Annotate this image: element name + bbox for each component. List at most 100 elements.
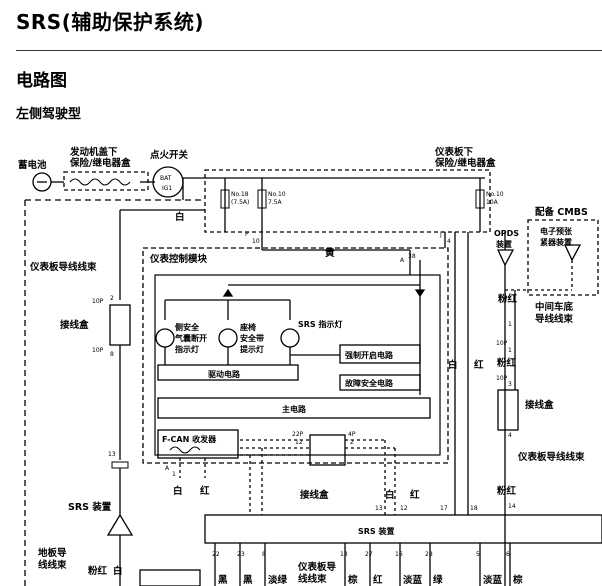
- label-pink-bottom: 粉红: [88, 565, 108, 577]
- fcan-box: [157, 429, 239, 459]
- label-seatbelt-2: 安全带: [240, 333, 264, 343]
- title-rule: [16, 50, 602, 51]
- label-junction-left: 接线盒: [60, 319, 89, 331]
- seatbelt-lamp: [218, 328, 238, 348]
- label-middle-harness-1: 中间车底: [535, 301, 574, 313]
- pin-label: 17: [440, 505, 448, 512]
- pin-label: 12: [400, 505, 408, 512]
- label-red-fcan: 红: [200, 485, 210, 497]
- label-dash-box-1: 仪表板下: [434, 146, 474, 158]
- label-dash-box-2: 保险/继电器盒: [434, 157, 496, 169]
- pin-label: 5: [476, 551, 480, 558]
- label-side-airbag-2: 气囊断开: [174, 333, 207, 343]
- pin-label: 6: [506, 551, 510, 558]
- pin-label: 1: [508, 321, 512, 328]
- forced-on-box: [339, 344, 421, 364]
- label-dash-harness-bottom-1: 仪表板导: [297, 561, 337, 573]
- junction-box-center: [309, 434, 346, 466]
- pin-label: 3: [508, 381, 512, 388]
- label-dash-harness-left: 仪表板导线线束: [29, 261, 97, 273]
- label-gauge-module: 仪表控制模块: [149, 253, 208, 265]
- label-red-center: 红: [410, 489, 420, 501]
- label-srs-indicator: SRS 指示灯: [298, 319, 342, 329]
- label-battery: 蓄电池: [18, 159, 47, 171]
- ignition-switch-symbol: [152, 166, 184, 198]
- label-pretension-1: 电子预张: [540, 226, 573, 236]
- srs-warning-triangle: [106, 513, 134, 536]
- label-seatbelt-1: 座椅: [239, 322, 256, 332]
- label-pink-mid: 粉红: [497, 357, 517, 369]
- subtitle: 左侧驾驶型: [16, 107, 82, 122]
- pin-label: A: [165, 465, 170, 472]
- pin-label: 13: [375, 505, 383, 512]
- label-brown-2: 棕: [512, 574, 523, 586]
- label-white-fcan: 白: [173, 485, 183, 497]
- label-light-green: 淡绿: [268, 574, 288, 586]
- pin-label: 12: [295, 439, 303, 446]
- pin-label: 10P: [496, 340, 508, 347]
- side-airbag-lamp: [155, 328, 175, 348]
- label-underhood-box-2: 保险/继电器盒: [69, 157, 131, 169]
- label-pink-top: 粉红: [498, 293, 518, 305]
- pretensioner-triangle: [563, 244, 582, 262]
- label-srs-unit-main: SRS 装置: [358, 526, 394, 536]
- pin-label: 23: [237, 551, 245, 558]
- page-title: SRS(辅助保护系统): [16, 10, 204, 34]
- label-green: 绿: [433, 574, 443, 586]
- opds-triangle: [496, 249, 515, 267]
- main-circuit-box: [157, 397, 431, 419]
- cmbs-box: [527, 219, 599, 296]
- label-ig1: IG1: [162, 185, 172, 192]
- label-light-blue-2: 淡蓝: [483, 574, 503, 586]
- pin-label: 13: [340, 551, 348, 558]
- label-srs-unit-left: SRS 装置: [68, 501, 112, 513]
- pin-label: 2: [110, 295, 114, 302]
- label-light-blue: 淡蓝: [403, 574, 423, 586]
- pin-label: 4: [508, 432, 512, 439]
- gauge-control-module: [142, 247, 449, 464]
- pin-label: 16: [395, 551, 403, 558]
- pin-label: 38: [408, 253, 416, 260]
- pin-label: 22: [212, 551, 220, 558]
- label-seatbelt-3: 提示灯: [240, 344, 264, 354]
- label-white-top: 白: [175, 211, 185, 223]
- pin-label: A: [400, 257, 405, 264]
- pin-label: 22P: [292, 431, 304, 438]
- drive-circuit-box: [157, 364, 299, 381]
- label-underhood-box-1: 发动机盖下: [69, 146, 118, 158]
- pin-label: P: [245, 231, 249, 238]
- label-brown: 棕: [347, 574, 358, 586]
- pin-label: J: [439, 231, 442, 238]
- pin-label: 2: [350, 439, 354, 446]
- label-pretension-2: 紧器装置: [540, 237, 572, 247]
- pin-label: 10P: [496, 375, 508, 382]
- pin-label: 14: [508, 503, 516, 510]
- junction-box-left: [109, 304, 131, 346]
- label-forced-on: 强制开启电路: [345, 350, 394, 360]
- label-junction-center: 接线盒: [300, 489, 329, 501]
- label-white-center: 白: [385, 489, 395, 501]
- label-pink-low: 粉红: [497, 485, 517, 497]
- label-fuse-c-rating: 10A: [486, 199, 499, 206]
- pin-label: 10: [252, 238, 260, 245]
- pin-label: 1: [508, 347, 512, 354]
- label-floor-harness-1: 地板导: [38, 547, 67, 559]
- label-fail-safe: 故障安全电路: [345, 378, 394, 388]
- label-opds-2: 装置: [495, 239, 512, 249]
- fail-safe-box: [339, 374, 421, 391]
- label-red-bottom: 红: [373, 574, 383, 586]
- pin-label: 18: [470, 505, 478, 512]
- pin-label: 10P: [92, 347, 104, 354]
- srs-indicator-lamp: [280, 328, 300, 348]
- pin-label: 4: [447, 238, 451, 245]
- label-opds-1: OPDS: [494, 229, 519, 238]
- pin-label: 8: [262, 551, 266, 558]
- pin-label: 27: [365, 551, 373, 558]
- pin-label: 28: [425, 551, 433, 558]
- pin-label: 4P: [348, 431, 356, 438]
- label-side-airbag-3: 指示灯: [175, 344, 199, 354]
- junction-box-right: [497, 389, 519, 431]
- label-dash-harness-bottom-2: 线线束: [298, 573, 327, 585]
- label-fuse-a-rating: (7.5A): [231, 199, 249, 206]
